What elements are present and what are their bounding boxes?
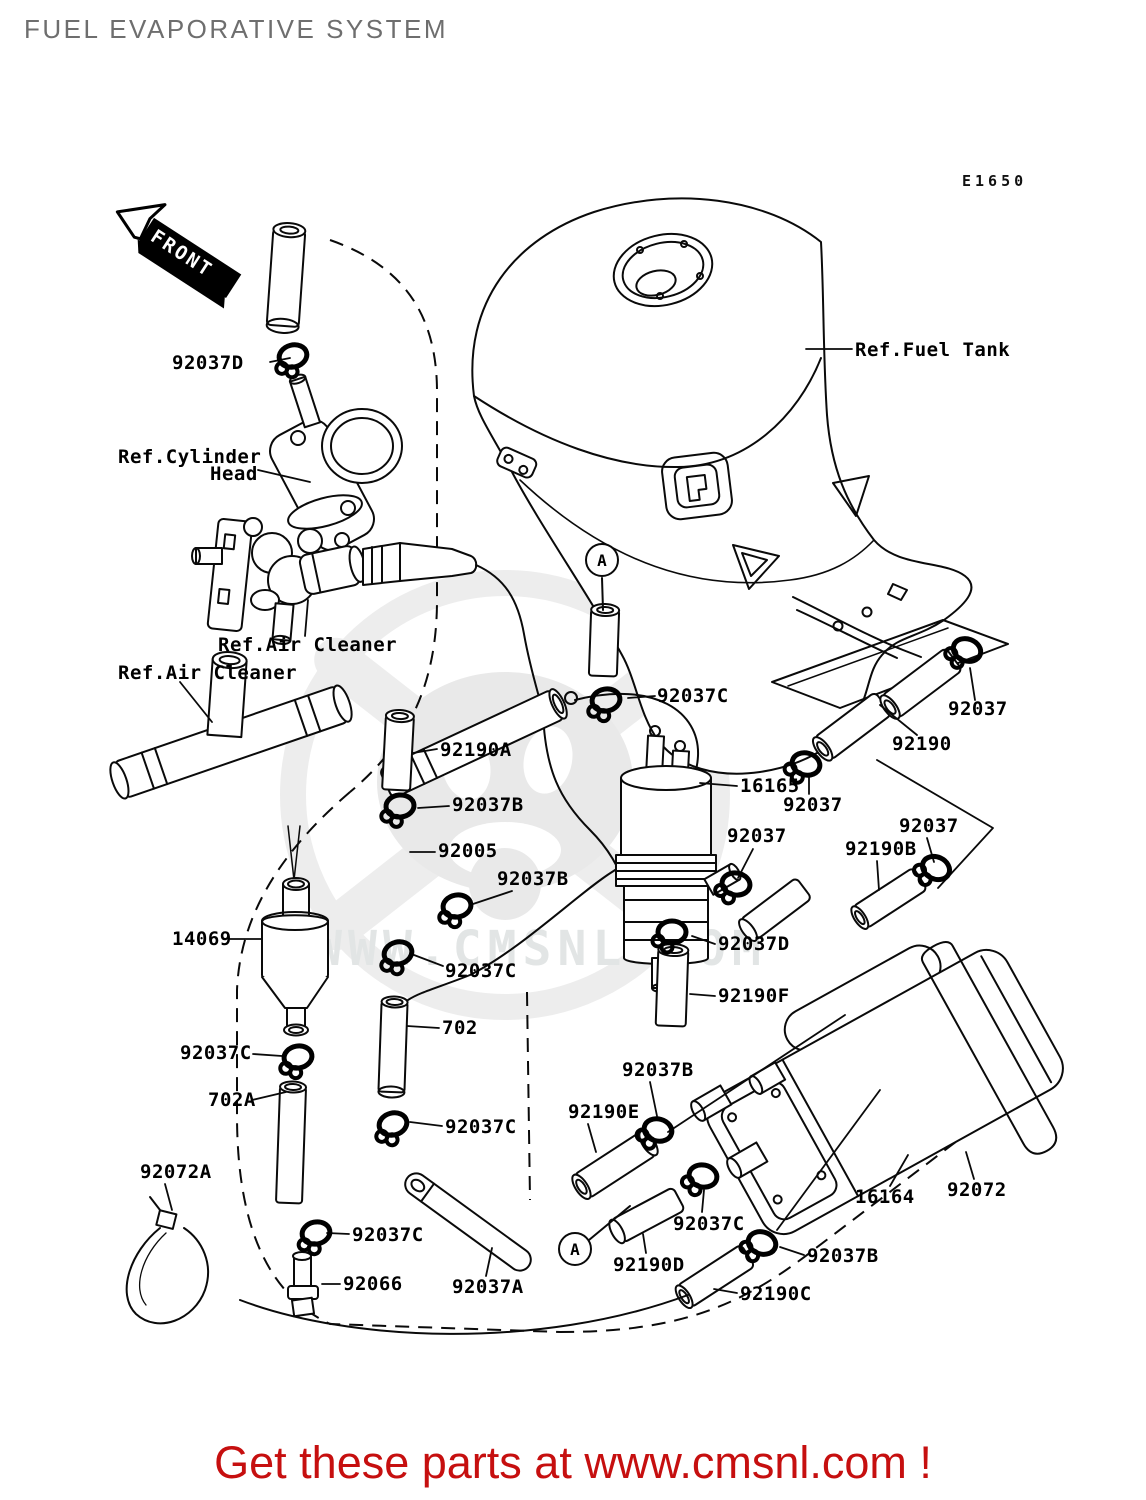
part-label: 92072A — [140, 1161, 212, 1183]
part-label: 702 — [442, 1017, 478, 1039]
section-marker-label: A — [570, 1240, 580, 1259]
part-label: Ref.Air Cleaner — [218, 634, 398, 656]
air-tee-drawing — [109, 651, 700, 1001]
part-label: 92190B — [845, 838, 917, 860]
part-label: 16165 — [740, 775, 800, 797]
air-valve-drawing — [191, 494, 632, 941]
part-label: 92037 — [783, 794, 843, 816]
part-label: 92037C — [445, 960, 517, 982]
part-label: 92190 — [892, 733, 952, 755]
diagram-code: E1650 — [962, 172, 1028, 190]
fuel-cap-icon — [612, 232, 714, 308]
part-label: 702A — [208, 1089, 256, 1111]
fuel-tank-drawing — [471, 197, 1009, 775]
part-label: 14069 — [172, 928, 232, 950]
stay-92037a-drawing — [404, 1172, 532, 1272]
part-label: Ref.Fuel Tank — [855, 339, 1011, 361]
part-label: 92190C — [740, 1283, 812, 1305]
part-label: 92037C — [352, 1224, 424, 1246]
filter-14069-drawing — [261, 825, 329, 1037]
part-label: 92037C — [657, 685, 729, 707]
part-label: 92190D — [613, 1254, 685, 1276]
part-label: 92037 — [727, 825, 787, 847]
front-arrow-icon: FRONT — [115, 203, 242, 309]
part-label: 92037C — [180, 1042, 252, 1064]
part-label: 92037B — [807, 1245, 879, 1267]
part-label: 92190A — [440, 739, 512, 761]
part-label: 92037B — [452, 794, 524, 816]
part-label: 92037D — [172, 352, 244, 374]
section-marker-a-top — [585, 543, 619, 611]
section-marker-a-bottom — [558, 1205, 631, 1266]
part-label: 16164 — [855, 1186, 915, 1208]
leader-lines — [164, 348, 994, 1294]
part-label: 92190F — [718, 985, 790, 1007]
part-label: Ref.Cylinder — [118, 446, 262, 468]
part-label: 92037 — [899, 815, 959, 837]
part-label: 92066 — [343, 1273, 403, 1295]
part-label: 92037D — [718, 933, 790, 955]
section-marker-label: A — [597, 551, 607, 570]
plug-92066-drawing — [287, 1251, 319, 1318]
part-label: 92037C — [673, 1213, 745, 1235]
footer-banner-link[interactable]: Get these parts at www.cmsnl.com ! — [214, 1437, 932, 1488]
part-label: 92037A — [452, 1276, 524, 1298]
part-label: 92037 — [948, 698, 1008, 720]
part-label: 92037C — [445, 1116, 517, 1138]
part-label: 92037B — [497, 868, 569, 890]
part-label: Ref.Air Cleaner — [118, 662, 298, 684]
canister-16164-drawing — [690, 941, 1064, 1236]
part-label: 92072 — [947, 1179, 1007, 1201]
cable-tie-drawing — [125, 1196, 210, 1325]
part-label: Head — [210, 463, 258, 485]
page-title: FUEL EVAPORATIVE SYSTEM — [24, 14, 448, 44]
part-label: 92005 — [438, 840, 498, 862]
part-label: 92037B — [622, 1059, 694, 1081]
part-label: 92190E — [568, 1101, 640, 1123]
